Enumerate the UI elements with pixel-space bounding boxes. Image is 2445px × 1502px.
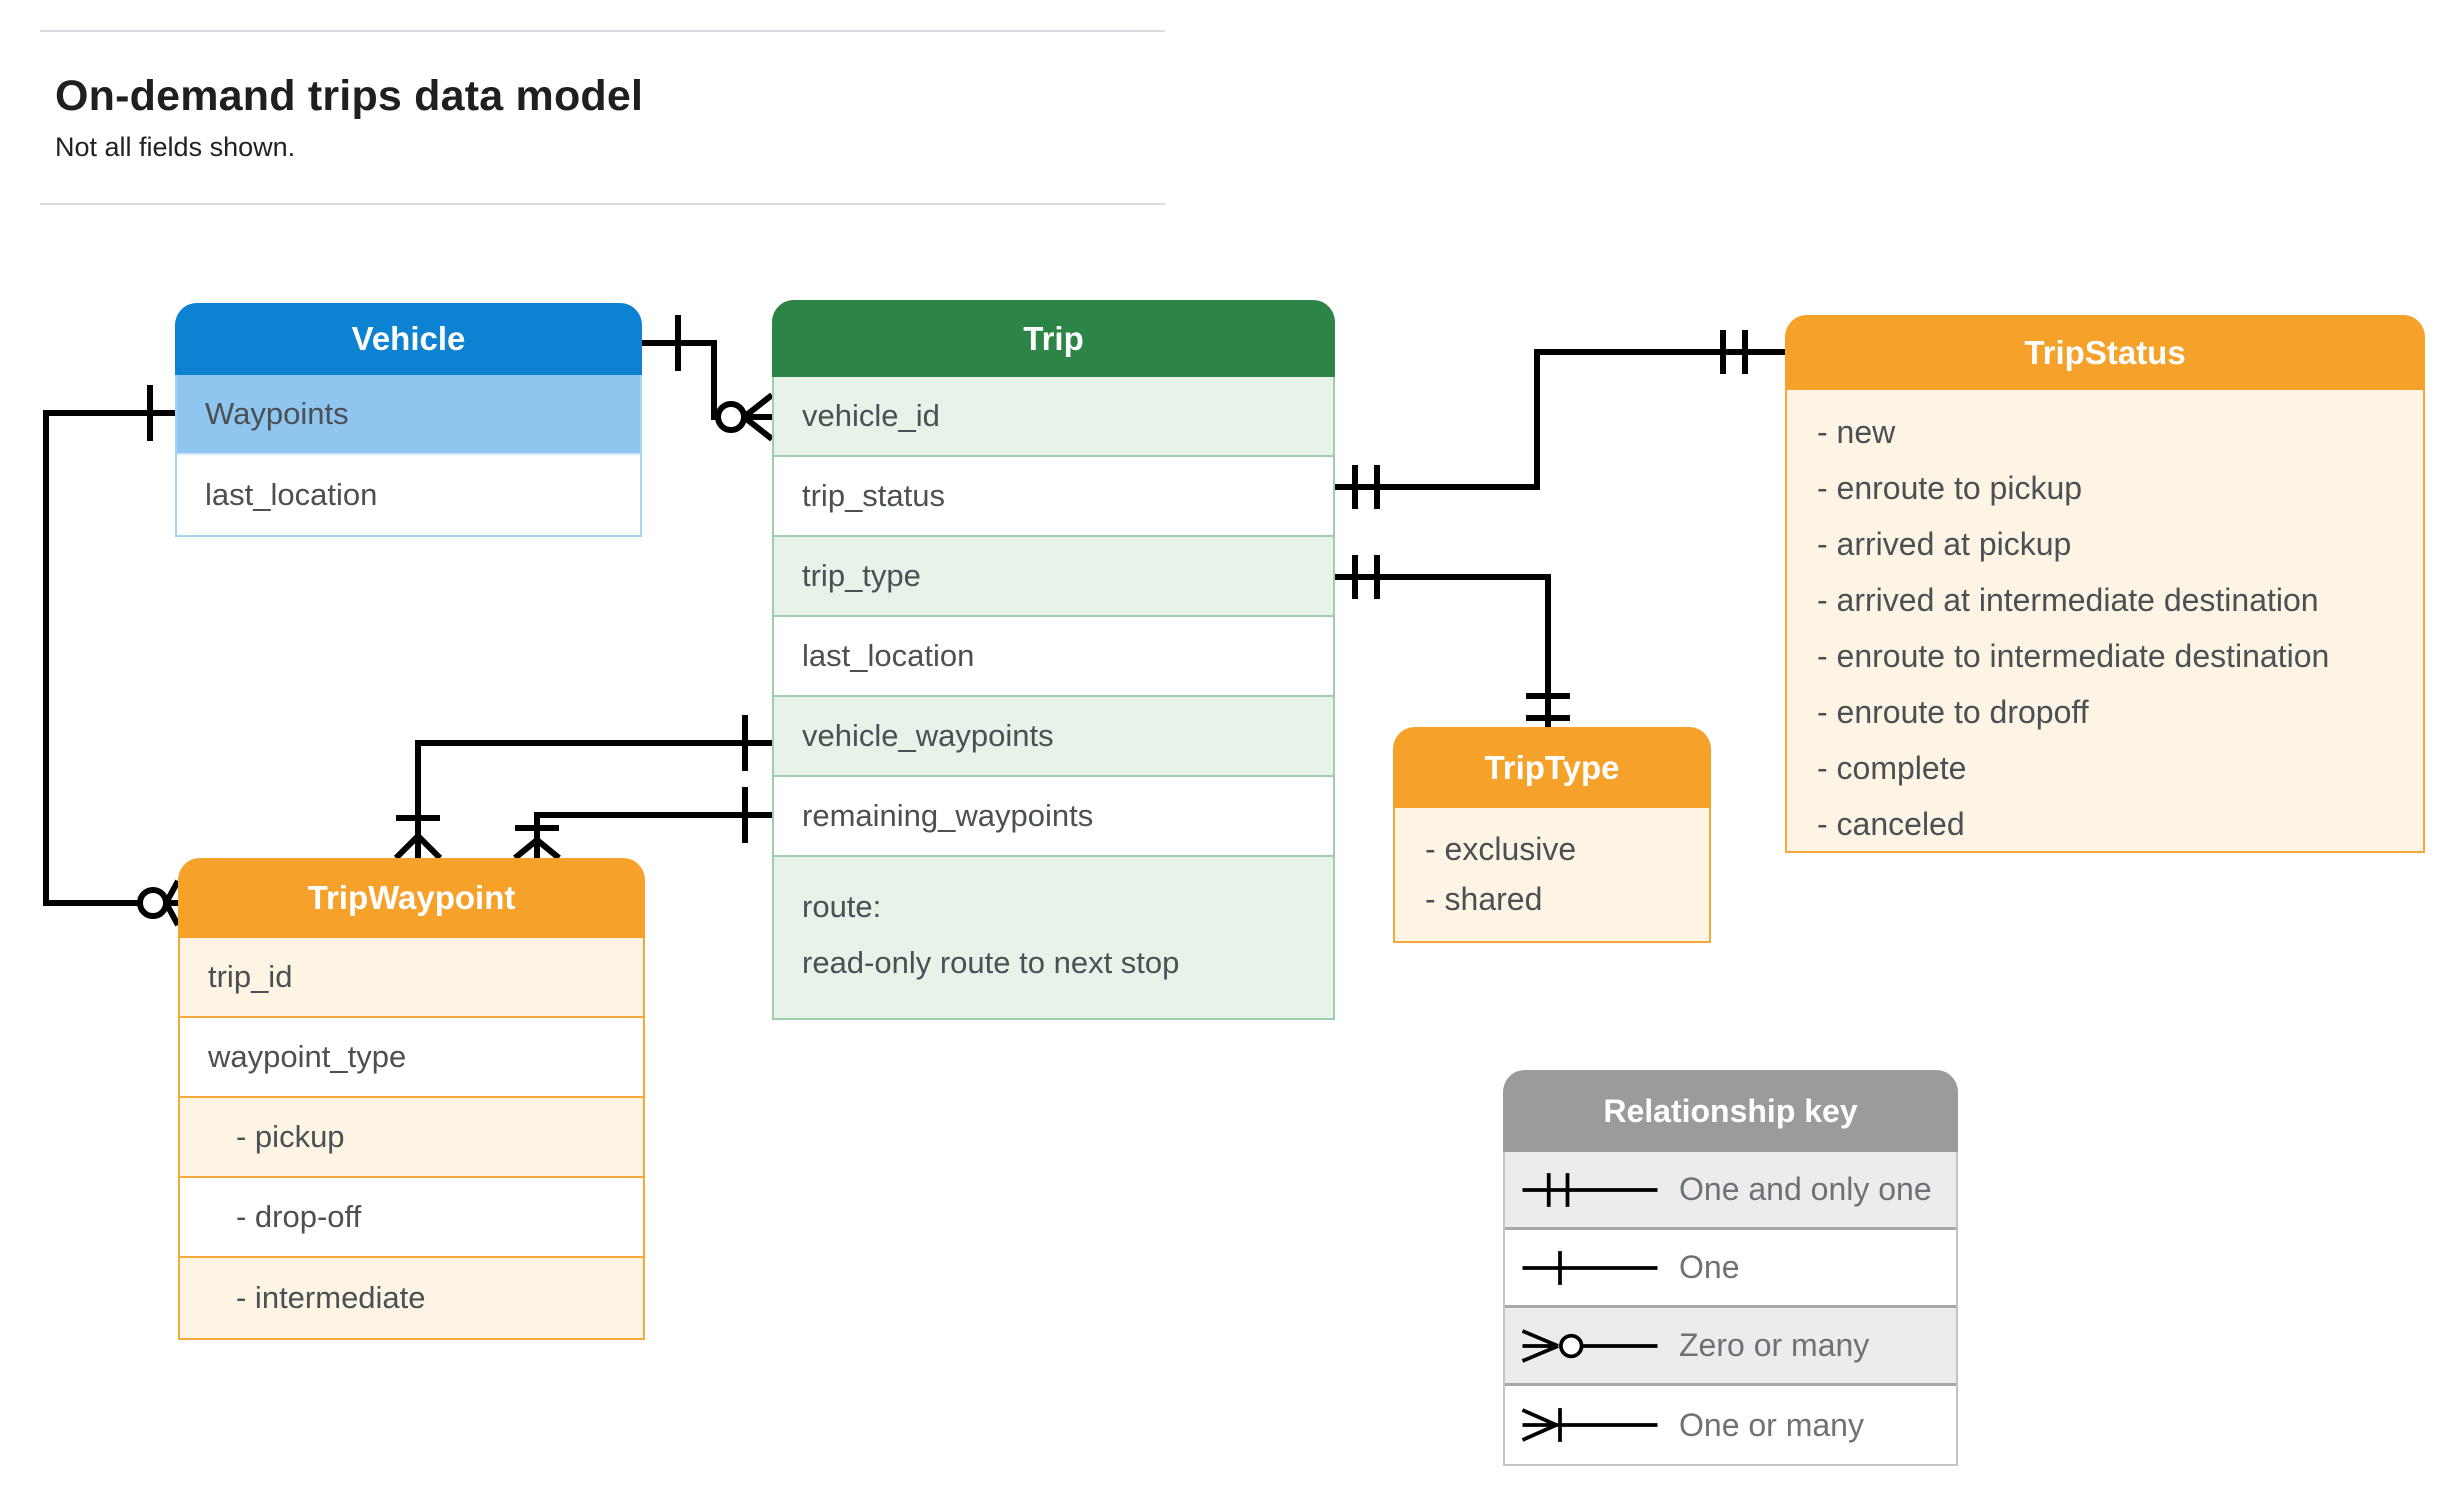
field-trip-status: trip_status	[774, 457, 1333, 537]
value-new: - new	[1817, 414, 1896, 450]
legend-body: One and only one One Zero or many One or…	[1503, 1152, 1958, 1466]
entity-title: Trip	[772, 300, 1335, 377]
value-arrived-at-intermediate-destination: - arrived at intermediate destination	[1817, 582, 2319, 618]
connector-vehicle-trip	[642, 315, 774, 442]
value-enroute-to-dropoff: - enroute to dropoff	[1817, 694, 2089, 730]
entity-title: Vehicle	[175, 303, 642, 375]
legend-label: One and only one	[1679, 1171, 1932, 1207]
entity-title: TripWaypoint	[178, 858, 645, 938]
one-or-many-icon	[393, 815, 443, 861]
entity-tripstatus: TripStatus - new - enroute to pickup - a…	[1785, 315, 2425, 853]
entity-body: - new - enroute to pickup - arrived at p…	[1785, 390, 2425, 853]
legend-row-one: One	[1505, 1230, 1956, 1308]
zero-or-many-icon	[137, 879, 181, 927]
entity-triptype: TripType - exclusive - shared	[1393, 727, 1711, 943]
connector-trip-tripstatus	[1335, 330, 1785, 509]
connector-vehicle-tripwaypoint	[43, 385, 181, 927]
one-and-only-one-icon	[1522, 1172, 1658, 1207]
value-exclusive: - exclusive	[1425, 831, 1577, 867]
legend-title: Relationship key	[1503, 1070, 1958, 1152]
connector-trip-triptype	[1335, 555, 1570, 727]
entity-trip: Trip vehicle_id trip_status trip_type la…	[772, 300, 1335, 1020]
one-tick-icon	[1522, 1250, 1658, 1285]
value-arrived-at-pickup: - arrived at pickup	[1817, 526, 2072, 562]
one-and-only-one-icon	[1526, 693, 1570, 721]
value-enroute-to-pickup: - enroute to pickup	[1817, 470, 2083, 506]
field-vehicle-waypoints: vehicle_waypoints	[774, 697, 1333, 777]
field-trip-type: trip_type	[774, 537, 1333, 617]
connector-trip-tripwaypoint-vehicle-waypoints	[393, 715, 772, 861]
page-title: On-demand trips data model	[55, 72, 644, 120]
relationship-key: Relationship key One and only one One Ze…	[1503, 1070, 1958, 1466]
connector-trip-tripwaypoint-remaining-waypoints	[513, 787, 772, 861]
field-last-location: last_location	[774, 617, 1333, 697]
value-canceled: - canceled	[1817, 806, 1965, 842]
one-and-only-one-icon	[1352, 555, 1380, 599]
one-and-only-one-icon	[1720, 330, 1748, 374]
legend-label: Zero or many	[1679, 1327, 1870, 1363]
route-label: route:	[802, 889, 882, 924]
value-complete: - complete	[1817, 750, 1967, 786]
value-pickup: - pickup	[180, 1098, 643, 1178]
header-divider	[40, 203, 1165, 205]
entity-vehicle: Vehicle Waypoints last_location	[175, 303, 642, 537]
entity-body: trip_id waypoint_type - pickup - drop-of…	[178, 938, 645, 1340]
value-intermediate: - intermediate	[180, 1258, 643, 1338]
entity-title: TripStatus	[1785, 315, 2425, 390]
entity-body: - exclusive - shared	[1393, 808, 1711, 943]
field-last-location: last_location	[205, 477, 378, 512]
field-vehicle-id: vehicle_id	[774, 377, 1333, 457]
legend-label: One or many	[1679, 1406, 1864, 1443]
legend-row-zero-or-many: Zero or many	[1505, 1308, 1956, 1386]
entity-title: TripType	[1393, 727, 1711, 808]
field-remaining-waypoints: remaining_waypoints	[774, 777, 1333, 857]
field-trip-id: trip_id	[180, 938, 643, 1018]
value-shared: - shared	[1425, 881, 1543, 917]
field-waypoint-type: waypoint_type	[180, 1018, 643, 1098]
legend-row-one-and-only-one: One and only one	[1505, 1152, 1956, 1230]
tripstatus-values: - new - enroute to pickup - arrived at p…	[1787, 390, 2423, 852]
field-waypoints: Waypoints	[177, 375, 640, 455]
page-subtitle: Not all fields shown.	[55, 132, 296, 162]
top-divider	[40, 30, 1165, 32]
entity-tripwaypoint: TripWaypoint trip_id waypoint_type - pic…	[178, 858, 645, 1340]
zero-or-many-icon	[715, 392, 774, 442]
one-or-many-icon	[1521, 1408, 1658, 1442]
zero-or-many-icon	[1521, 1328, 1658, 1363]
value-enroute-to-intermediate-destination: - enroute to intermediate destination	[1817, 638, 2330, 674]
triptype-values: - exclusive - shared	[1395, 808, 1709, 924]
entity-body: vehicle_id trip_status trip_type last_lo…	[772, 377, 1335, 1020]
legend-label: One	[1679, 1249, 1740, 1285]
legend-row-one-or-many: One or many	[1505, 1386, 1956, 1464]
one-or-many-icon	[513, 825, 561, 861]
entity-body: Waypoints last_location	[175, 375, 642, 537]
value-drop-off: - drop-off	[180, 1178, 643, 1258]
one-and-only-one-icon	[1352, 465, 1380, 509]
route-description: read-only route to next stop	[802, 945, 1180, 980]
field-route: route: read-only route to next stop	[774, 857, 1333, 1018]
